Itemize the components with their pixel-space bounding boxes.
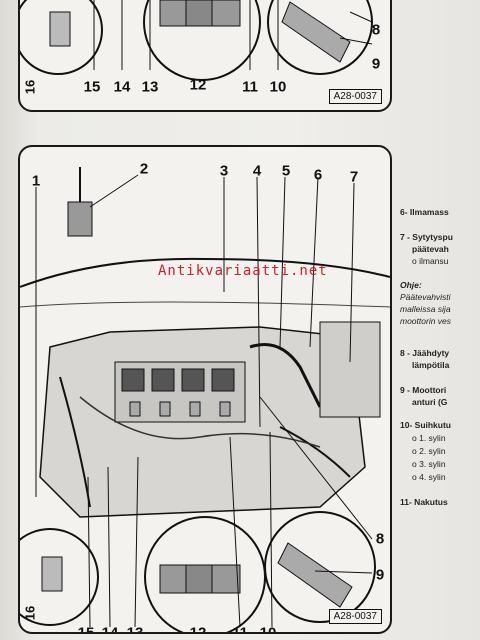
callout-16: 16 [22, 79, 38, 95]
callout-12: 12 [189, 76, 207, 94]
legend-line: o 1. sylin [412, 433, 446, 443]
callout-9: 9 [375, 566, 385, 584]
legend-line: lämpötila [412, 360, 450, 370]
callout-7: 7 [349, 168, 359, 186]
figure-main: 1 2 3 4 5 6 7 8 9 10 11 12 13 14 15 16 A… [18, 145, 392, 634]
callout-9: 9 [371, 55, 381, 73]
callout-14: 14 [101, 624, 119, 634]
callout-12: 12 [189, 624, 207, 634]
legend-line: o 3. sylin [412, 459, 446, 469]
callout-14: 14 [113, 78, 131, 96]
legend-line: 7 - Sytytyspu [400, 232, 453, 242]
legend-line: o 4. sylin [412, 472, 446, 482]
callout-4: 4 [252, 162, 262, 180]
callout-15: 15 [83, 78, 101, 96]
callout-2: 2 [139, 160, 149, 178]
watermark: Antikvariaatti.net [158, 263, 328, 279]
legend-column: 6- Ilmamass 7 - Sytytyspu päätevah o ilm… [400, 0, 480, 640]
legend-line: 9 - Moottori [400, 385, 447, 395]
callout-13: 13 [141, 78, 159, 96]
legend-line: 8 - Jäähdyty [400, 348, 450, 358]
legend-line: o 2. sylin [412, 446, 446, 456]
figure-code: A28-0037 [328, 89, 382, 104]
callout-11: 11 [232, 624, 248, 634]
legend-line: 11- Nakutus [400, 497, 448, 507]
legend-line: anturi (G [412, 397, 448, 407]
legend-line: o ilmansu [412, 256, 449, 266]
callout-3: 3 [219, 162, 229, 180]
legend-line: 6- Ilmamass [400, 207, 449, 217]
legend-line: 10- Suihkutu [400, 420, 452, 430]
callout-16: 16 [22, 605, 38, 621]
legend-line: Päätevahvisti [400, 292, 451, 302]
callout-10: 10 [269, 78, 287, 96]
legend-line: päätevah [412, 244, 449, 254]
figure-code: A28-0037 [328, 609, 382, 624]
callout-10: 10 [259, 624, 277, 634]
figure-top: 15 14 13 12 11 10 8 9 16 A28-0037 [18, 0, 392, 112]
callout-5: 5 [281, 162, 291, 180]
callout-1: 1 [31, 172, 41, 190]
legend-line: Ohje: [400, 280, 422, 290]
legend-line: malleissa sija [400, 304, 451, 314]
callout-13: 13 [126, 624, 144, 634]
figure-top-drawing [20, 0, 373, 81]
callout-11: 11 [242, 78, 258, 96]
callout-8: 8 [375, 530, 385, 548]
callout-15: 15 [77, 624, 95, 634]
engine-drawing [20, 167, 390, 632]
legend-line: moottorin ves [400, 316, 452, 326]
callout-6: 6 [313, 166, 323, 184]
callout-8: 8 [371, 21, 381, 39]
